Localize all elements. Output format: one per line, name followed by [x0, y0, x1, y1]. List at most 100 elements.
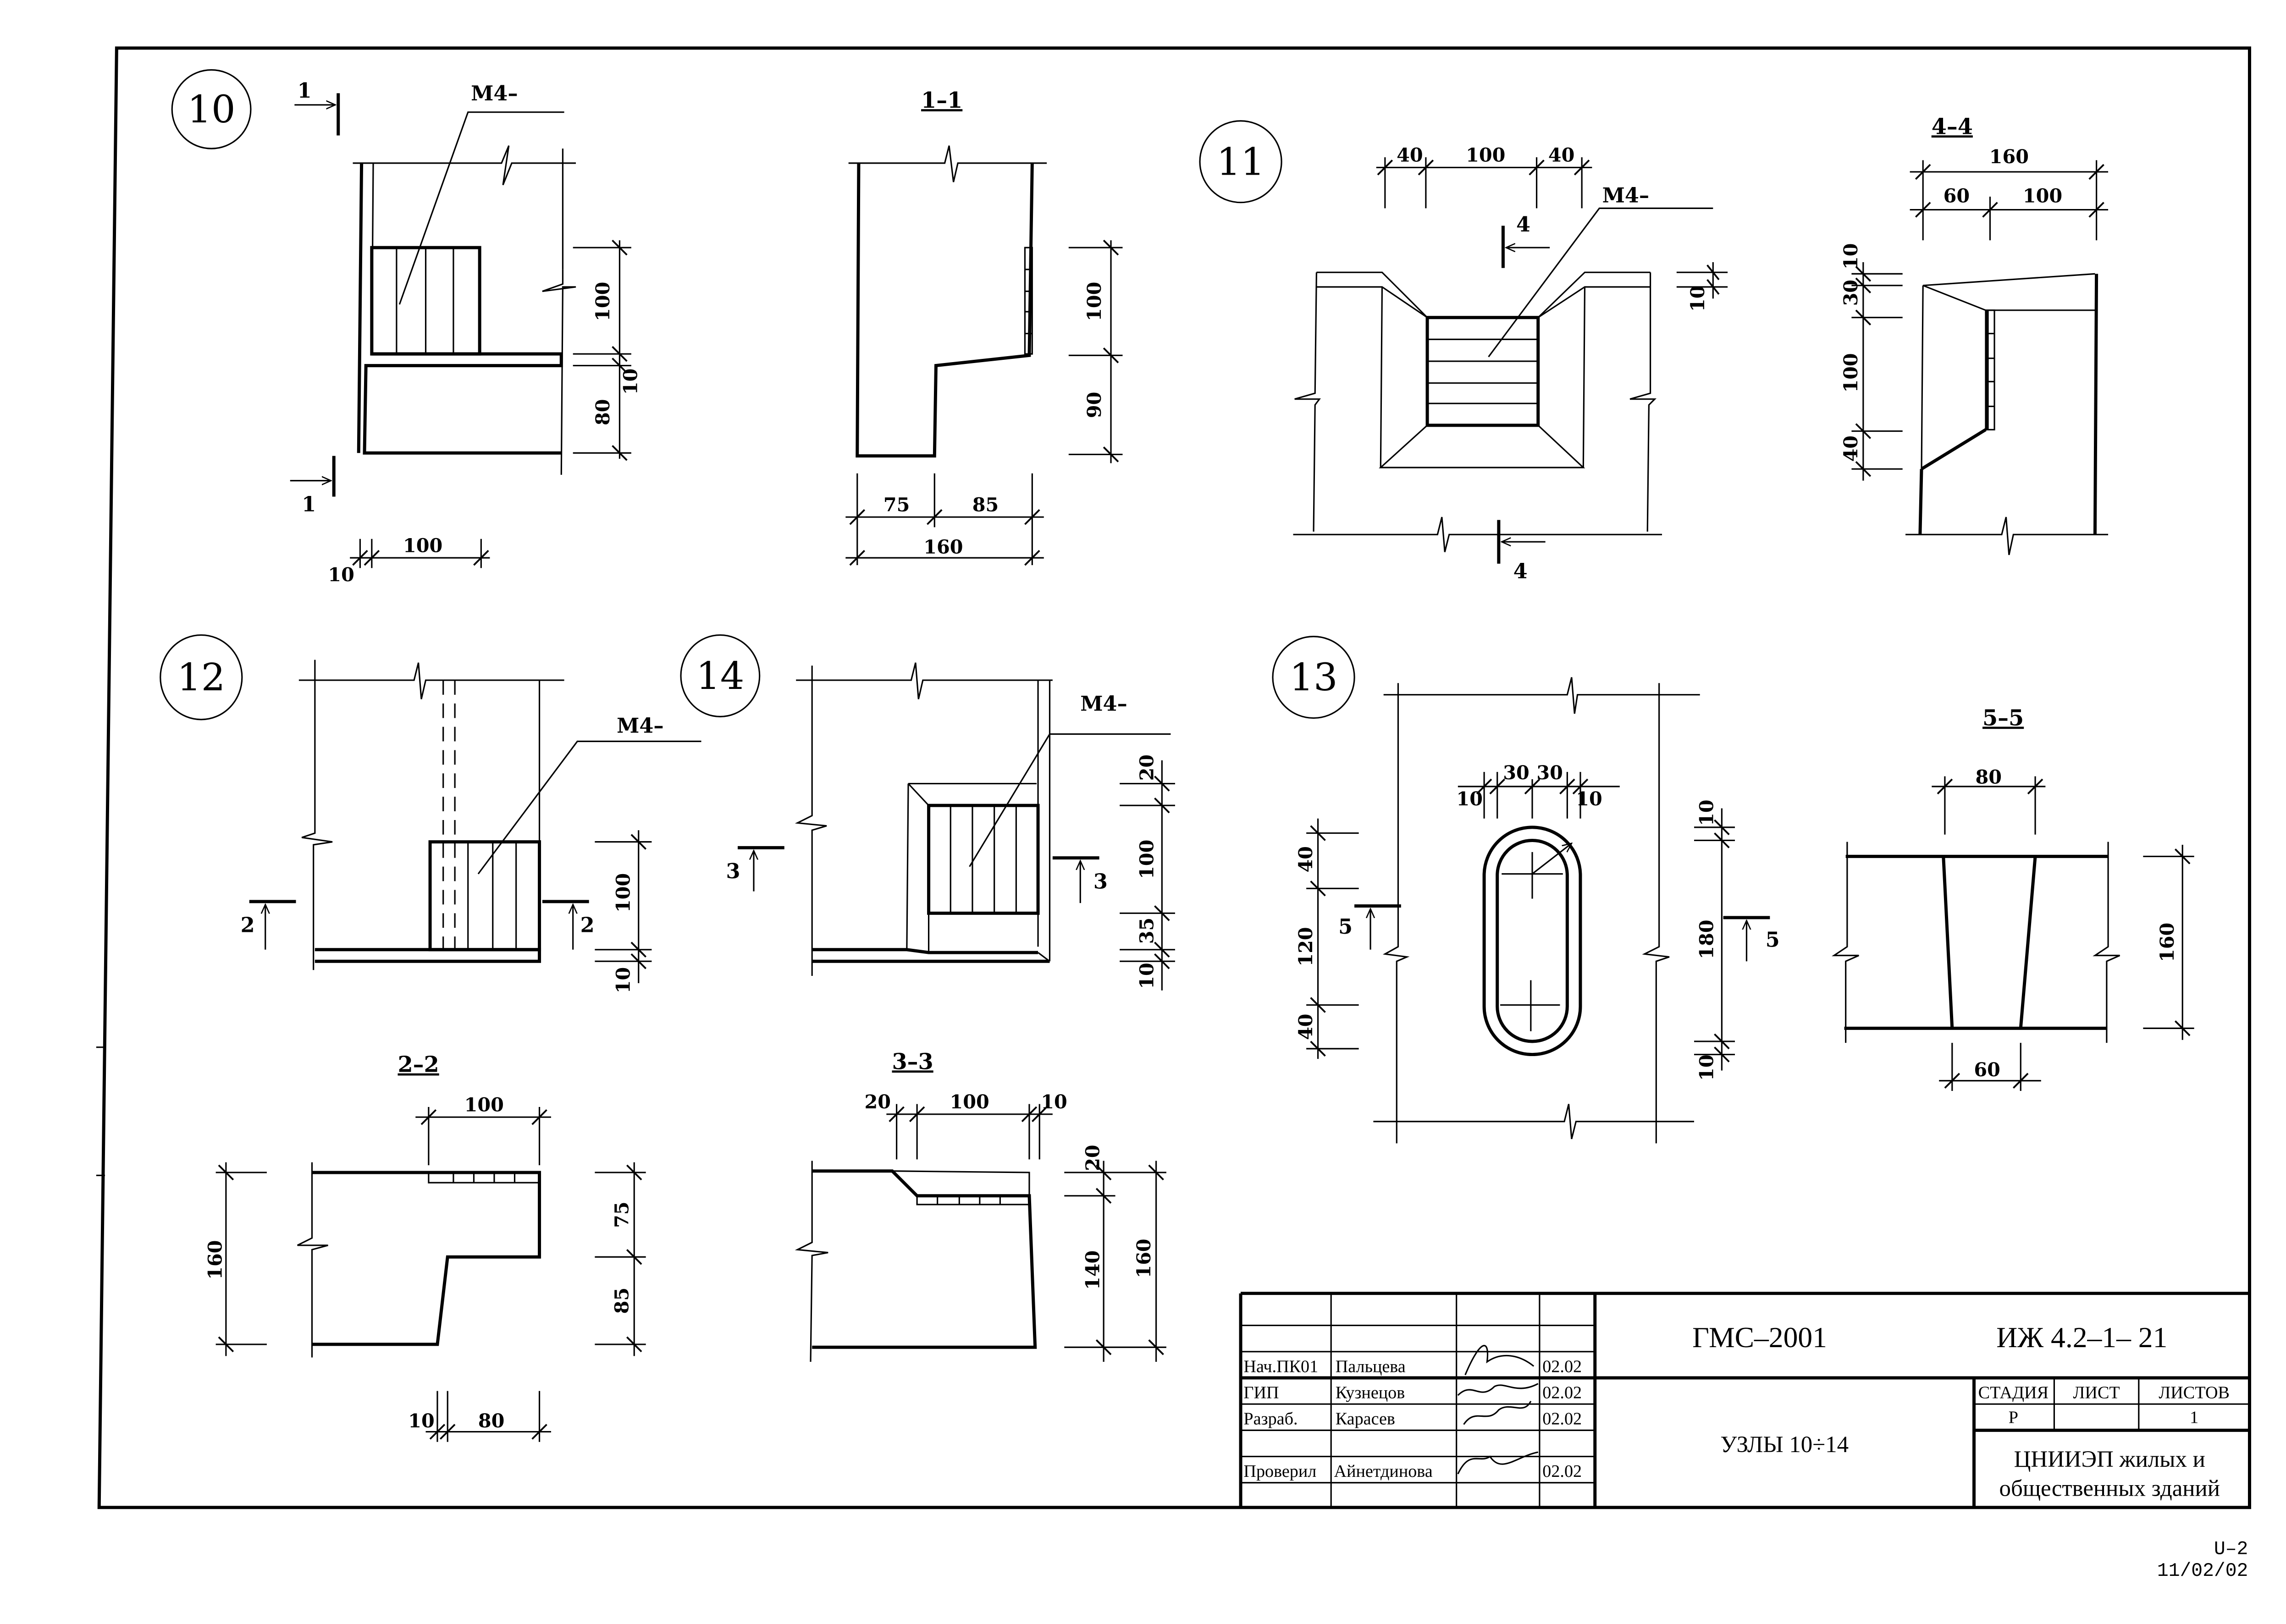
- node-10: 10 1 1 М4– 100 10 80: [171, 69, 642, 586]
- dim-85: 85: [972, 493, 999, 516]
- title-block: ГМС–2001 ИЖ 4.2–1– 21 УЗЛЫ 10÷14 ЦНИИЭП …: [1239, 1292, 2250, 1508]
- dim-30: 30: [1839, 280, 1862, 306]
- dim-100: 100: [1135, 840, 1158, 879]
- node-10-material: М4–: [471, 82, 518, 105]
- node-14-badge: [680, 634, 761, 717]
- dim-40: 40: [1397, 144, 1423, 166]
- node-13-number: 13: [1289, 655, 1337, 699]
- section-mark-4-top: 4: [1516, 213, 1530, 237]
- section-5-5-bottom-dims: 60: [1939, 1043, 2041, 1091]
- dim-160: 160: [2156, 923, 2178, 962]
- dim-10: 10: [619, 369, 642, 395]
- section-4-4: 4–4 160 60 100: [1839, 114, 2109, 555]
- dim-10: 10: [612, 967, 635, 993]
- node-11-number: 11: [1216, 140, 1264, 184]
- dim-100: 100: [950, 1090, 989, 1113]
- stage-header: СТАДИЯ: [1978, 1383, 2049, 1402]
- dim-140: 140: [1082, 1250, 1104, 1290]
- section-2-2-bottom-dims: 10 80: [408, 1391, 551, 1442]
- signature-icon: [1464, 1345, 1535, 1376]
- dim-100: 100: [591, 282, 614, 321]
- dim-75: 75: [611, 1201, 633, 1228]
- dim-10: 10: [1457, 787, 1483, 810]
- dim-30: 30: [1536, 761, 1563, 784]
- date: 02.02: [1542, 1409, 1582, 1429]
- dim-160: 160: [1132, 1239, 1155, 1278]
- dim-180: 180: [1695, 919, 1717, 959]
- signature-icon: [1457, 1383, 1539, 1396]
- section-3-3-title: 3–3: [892, 1049, 933, 1074]
- section-3-3-right-dims: 20 140 160: [1064, 1145, 1166, 1362]
- section-5-5: 5–5 80 60 160: [1831, 705, 2194, 1091]
- dim-10: 10: [1041, 1090, 1067, 1113]
- section-5-5-right-dims: 160: [2143, 844, 2194, 1040]
- node-10-vertical-dims: 100 10 80: [573, 239, 642, 461]
- dim-35: 35: [1135, 918, 1158, 944]
- dim-100: 100: [1083, 282, 1105, 321]
- node-12-material: М4–: [617, 714, 664, 738]
- node-10-number: 10: [187, 88, 235, 132]
- dim-10: 10: [1695, 1054, 1717, 1080]
- sheets-value: 1: [2190, 1408, 2198, 1427]
- role: Разраб.: [1243, 1409, 1298, 1429]
- node-13-left-dims: 40 120 40: [1294, 818, 1359, 1059]
- signature-row: ГИП Кузнецов 02.02: [1243, 1383, 1582, 1402]
- dim-85: 85: [611, 1288, 633, 1314]
- print-stamp: U–2 11/02/02: [2157, 1539, 2248, 1582]
- role: Нач.ПК01: [1243, 1357, 1318, 1376]
- sheets-header: ЛИСТОВ: [2159, 1383, 2230, 1402]
- organization-line-1: ЦНИИЭП жилых и: [2014, 1446, 2205, 1472]
- section-5-5-top-dims: 80: [1932, 766, 2046, 835]
- section-5-5-title: 5–5: [1982, 705, 2024, 731]
- node-13-badge: [1272, 636, 1355, 719]
- dim-90: 90: [1083, 392, 1105, 418]
- node-12-badge: [160, 634, 243, 721]
- section-3-3: 3–3 20 100 10 20 140 160: [795, 1049, 1166, 1362]
- section-2-2-left-dims: 160: [204, 1162, 267, 1356]
- section-1-1: 1–1 100 90 75 85 160: [845, 88, 1123, 566]
- node-14-number: 14: [696, 654, 744, 698]
- node-12-number: 12: [177, 655, 225, 699]
- section-4-4-left-dims: 10 30 100 40: [1839, 243, 1903, 481]
- dim-20: 20: [865, 1090, 891, 1113]
- signature-icon: [1463, 1401, 1532, 1425]
- node-12: 12 М4– 2 2 100 10: [160, 634, 701, 993]
- dim-10: 10: [1695, 799, 1717, 826]
- dim-160: 160: [204, 1240, 226, 1279]
- signature-row: Проверил Айнетдинова 02.02: [1243, 1451, 1582, 1481]
- dim-160: 160: [923, 535, 963, 558]
- node-10-badge: [171, 69, 252, 149]
- dim-80: 80: [591, 399, 614, 425]
- name: Карасев: [1336, 1409, 1395, 1429]
- node-14: 14 М4– 3 3 20 100: [680, 634, 1175, 991]
- signature-row: Нач.ПК01 Пальцева 02.02: [1243, 1345, 1582, 1376]
- dim-60: 60: [1944, 185, 1970, 207]
- node-11-right-dims: 10: [1676, 262, 1728, 312]
- section-3-3-top-dims: 20 100 10: [865, 1090, 1067, 1160]
- dim-100: 100: [403, 534, 442, 556]
- dim-75: 75: [883, 493, 910, 516]
- section-mark-5-left: 5: [1338, 915, 1353, 939]
- node-11-material: М4–: [1602, 184, 1650, 208]
- dim-40: 40: [1294, 1013, 1317, 1040]
- stamp-line-1: U–2: [2214, 1539, 2248, 1560]
- name: Айнетдинова: [1334, 1462, 1433, 1481]
- project-code: ГМС–2001: [1692, 1321, 1827, 1354]
- section-mark-1-top: 1: [298, 79, 312, 103]
- node-14-material: М4–: [1080, 692, 1127, 716]
- date: 02.02: [1542, 1462, 1582, 1481]
- section-2-2-top-dims: 100: [415, 1094, 551, 1166]
- section-4-4-top-dims: 160 60 100: [1910, 145, 2109, 241]
- section-1-1-title: 1–1: [921, 88, 962, 113]
- dim-100: 100: [1466, 144, 1505, 166]
- section-mark-3-left: 3: [726, 859, 740, 883]
- dim-20: 20: [1135, 754, 1158, 781]
- section-mark-2-left: 2: [241, 914, 255, 937]
- section-2-2-title: 2–2: [398, 1052, 439, 1078]
- role: ГИП: [1243, 1383, 1279, 1402]
- section-1-1-vertical-dims: 100 90: [1068, 239, 1123, 463]
- section-2-2: 2–2 100 160 75 85: [204, 1052, 646, 1442]
- dim-100: 100: [1839, 353, 1862, 392]
- dim-30: 30: [1503, 761, 1530, 784]
- dim-10: 10: [1686, 286, 1709, 312]
